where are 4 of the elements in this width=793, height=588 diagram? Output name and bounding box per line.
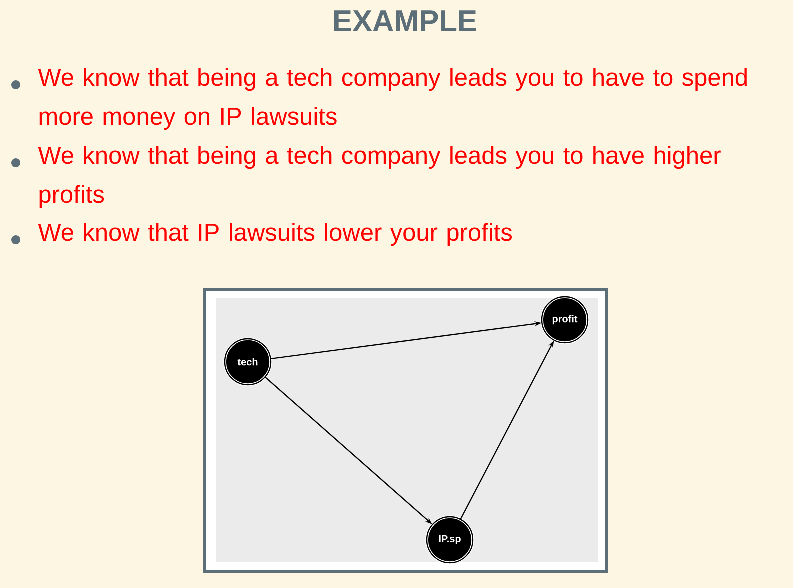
bullet-text: We know that being a tech company leads you to have higher profits: [38, 146, 721, 208]
title: EXAMPLE: [334, 10, 476, 32]
bullet-text: We know that IP lawsuits lower your profits: [38, 223, 512, 246]
bullet-text: We know that being a tech company leads you to have to spend more money on IP lawsuits: [38, 68, 747, 130]
